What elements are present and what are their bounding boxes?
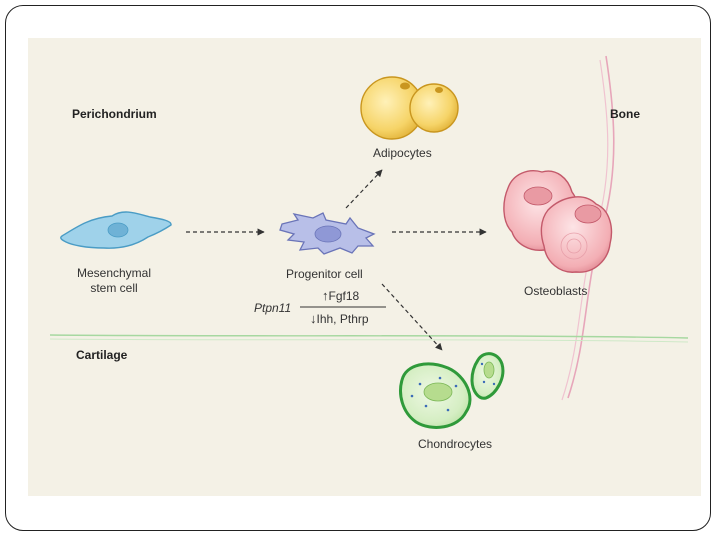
cartilage-boundary xyxy=(49,334,689,343)
label-mesenchymal-line2: stem cell xyxy=(90,281,138,295)
label-gene-ptpn11: Ptpn11 xyxy=(254,301,292,315)
label-progenitor: Progenitor cell xyxy=(286,267,363,281)
region-label-cartilage: Cartilage xyxy=(76,348,128,362)
arrow-progenitor-to-chondrocytes xyxy=(381,283,443,351)
chondrocytes-icon xyxy=(399,352,505,429)
arrow-progenitor-to-adipocytes xyxy=(345,169,383,209)
label-chondrocytes: Chondrocytes xyxy=(418,437,493,451)
figure-panel: Perichondrium Bone Cartilage Adipocytes … xyxy=(28,38,701,496)
osteoblasts-icon xyxy=(503,170,613,273)
diagram-canvas xyxy=(49,55,689,429)
label-osteoblasts: Osteoblasts xyxy=(524,284,588,298)
label-adipocytes: Adipocytes xyxy=(373,146,432,160)
mesenchymal-stem-cell-icon xyxy=(60,211,172,249)
lineage-arrows xyxy=(186,169,487,351)
adipocytes-icon xyxy=(360,76,459,140)
progenitor-cell-icon xyxy=(279,212,376,255)
downregulated-genes: Ihh, Pthrp xyxy=(316,312,369,326)
upregulated-gene: Fgf18 xyxy=(328,289,360,303)
region-label-bone: Bone xyxy=(610,107,640,121)
down-arrow-icon: ↓ xyxy=(310,311,317,326)
up-arrow-icon: ↑ xyxy=(322,288,329,303)
region-label-perichondrium: Perichondrium xyxy=(72,107,157,121)
label-upregulated: ↑Fgf18 xyxy=(322,288,360,304)
label-mesenchymal-line1: Mesenchymal xyxy=(76,266,152,280)
label-downregulated: ↓Ihh, Pthrp xyxy=(310,311,369,327)
